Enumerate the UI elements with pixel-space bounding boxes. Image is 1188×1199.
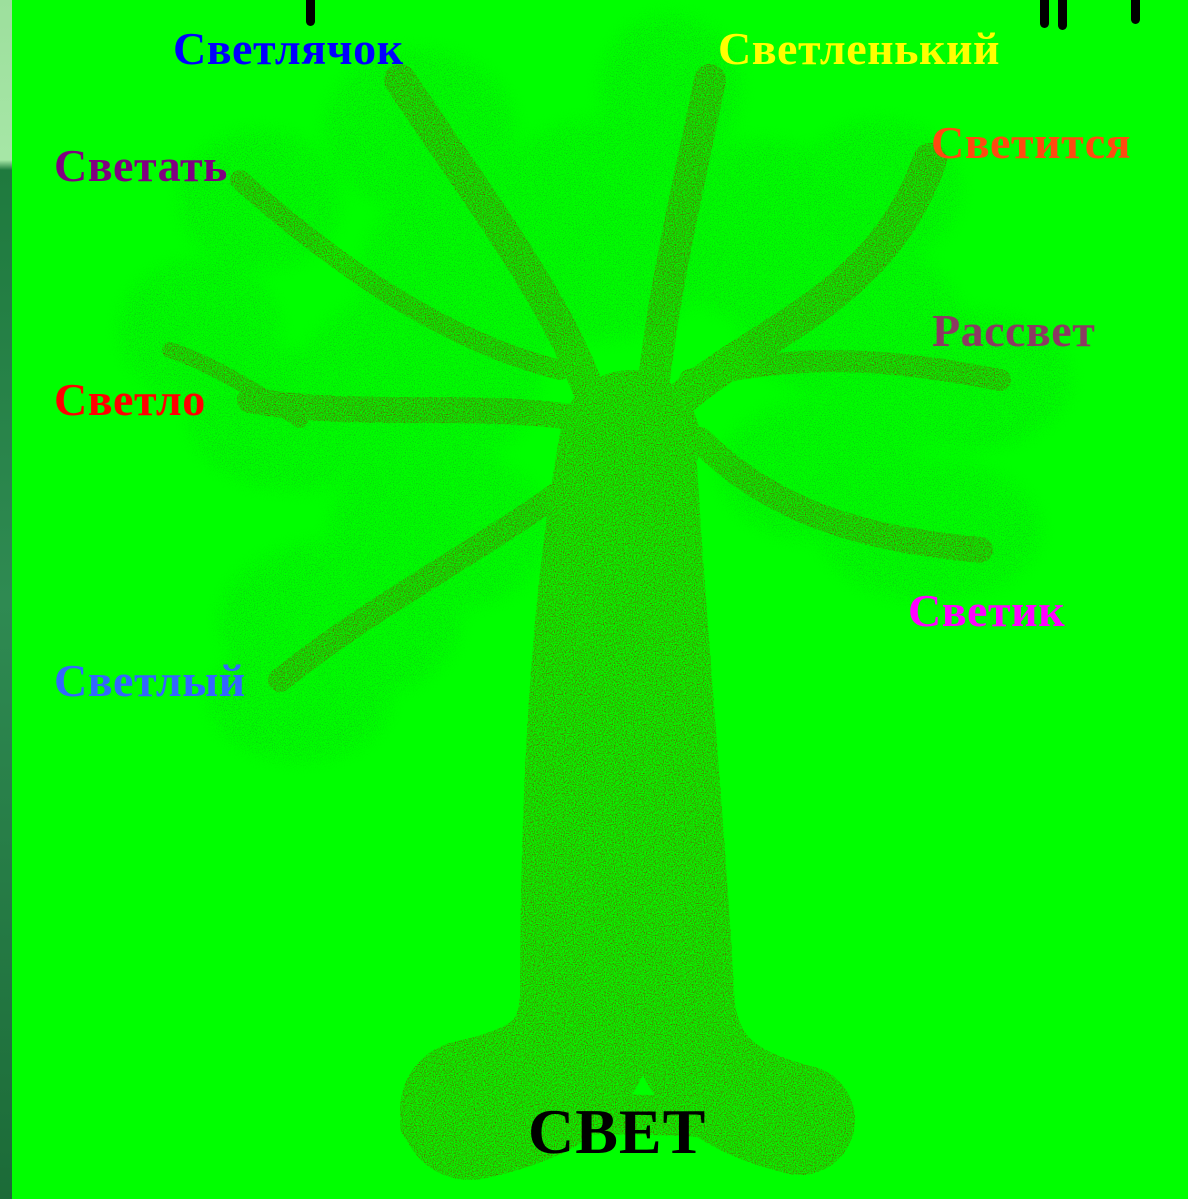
- top-edge-mark: [1131, 0, 1140, 24]
- word-svetat: Светать: [54, 143, 228, 189]
- word-svetlenkiy: Светленький: [718, 26, 1000, 72]
- word-svetlyy: Светлый: [54, 658, 246, 704]
- word-svetlyachok: Светлячок: [173, 26, 404, 72]
- word-svetik: Светик: [908, 588, 1065, 634]
- top-edge-mark: [1040, 0, 1049, 28]
- top-edge-mark: [1058, 0, 1067, 30]
- word-svetlo: Светло: [54, 377, 206, 423]
- word-svetitsya: Светится: [931, 120, 1131, 166]
- root-word-svet: СВЕТ: [528, 1100, 706, 1164]
- word-rassvet: Рассвет: [932, 308, 1095, 354]
